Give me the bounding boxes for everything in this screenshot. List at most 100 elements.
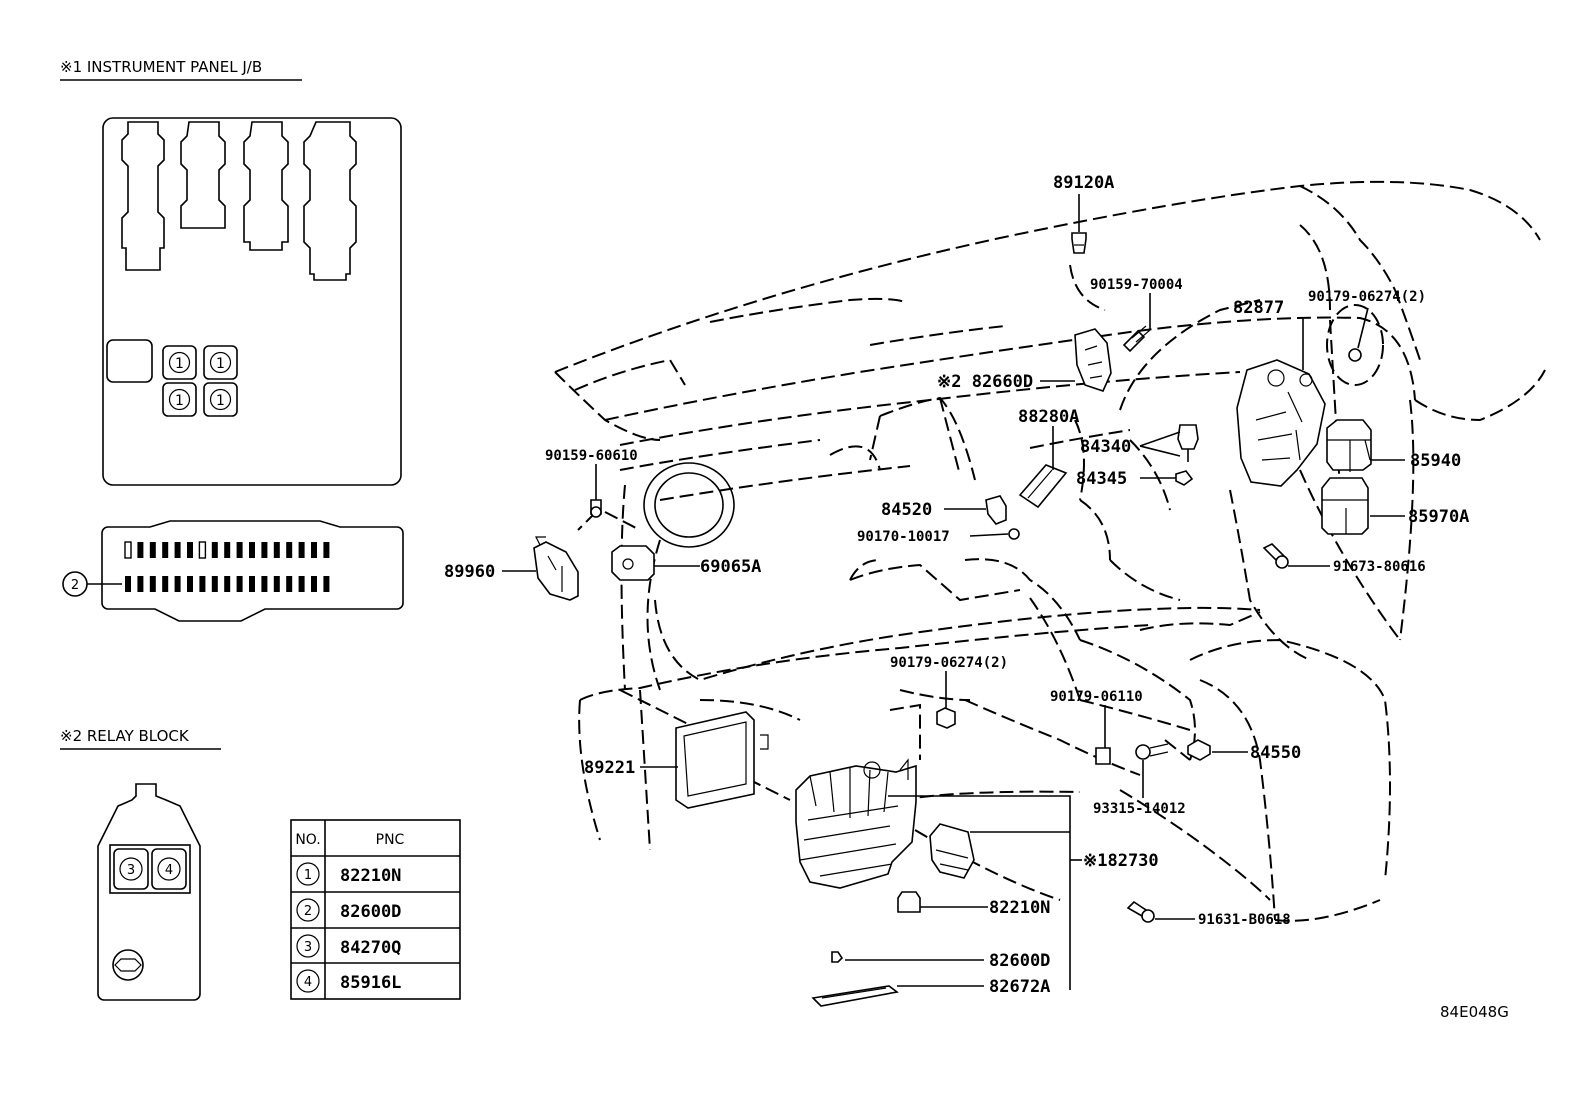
fuse-bar (199, 576, 206, 592)
connector-slot-4 (303, 121, 357, 281)
fuse-bar (273, 542, 280, 558)
relay-marker-4: 4 (165, 863, 173, 878)
part-84550-shape (1187, 739, 1211, 761)
table-row-pnc: 82210N (340, 866, 401, 886)
callout-82660D: ※2 82660D (937, 372, 1033, 392)
table-header-no: NO. (295, 832, 320, 848)
callout-89120A: 89120A (1053, 173, 1114, 193)
parts (533, 232, 1384, 1007)
fuse-bar (224, 576, 231, 592)
table-row: 2 82600D (296, 898, 401, 922)
callout-labels: 89120A 90159-70004 82877 90179-06274(2) … (444, 173, 1469, 997)
fuse-bar (162, 542, 169, 558)
callout-89221: 89221 (584, 758, 635, 778)
fuse-bar (261, 542, 268, 558)
callout-90179-06274-top: 90179-06274(2) (1308, 289, 1426, 305)
table-row-no: 4 (304, 975, 312, 990)
part-84345-shape (1175, 470, 1194, 486)
table-row: 3 84270Q (296, 934, 401, 958)
part-85970A-shape (1321, 477, 1369, 535)
callout-69065A: 69065A (700, 557, 761, 577)
part-85940-shape (1326, 419, 1372, 471)
fuse-bar (261, 576, 268, 592)
fuse-row-top (124, 541, 330, 559)
callout-82210N: 82210N (989, 898, 1050, 918)
panel-inset-title: ※1 INSTRUMENT PANEL J/B (60, 58, 262, 76)
steering-column-ring (643, 462, 735, 548)
socket-marker-1d: 1 (216, 393, 225, 409)
leader-lines (502, 194, 1405, 990)
fuse-bar (187, 542, 193, 558)
fuse-bar (323, 576, 330, 592)
callout-88280A: 88280A (1018, 407, 1079, 427)
table-row-pnc: 85916L (340, 973, 401, 993)
fuse-bar (124, 541, 132, 559)
callout-84345: 84345 (1076, 469, 1127, 489)
part-82672A-shape (811, 985, 899, 1007)
part-90179-06110-shape (1095, 747, 1111, 765)
relay-inset-title: ※2 RELAY BLOCK (60, 727, 190, 745)
relay-block-inset: ※2 RELAY BLOCK 3 4 (60, 727, 221, 1001)
callout-90179-06110: 90179-06110 (1050, 689, 1143, 705)
callout-91631-B0618: 91631-B0618 (1198, 912, 1291, 928)
fuse-bar (149, 542, 156, 558)
callout-82672A: 82672A (989, 977, 1050, 997)
callout-89960: 89960 (444, 562, 495, 582)
relay-block-body (97, 783, 201, 1001)
callout-90159-70004: 90159-70004 (1090, 277, 1183, 293)
part-84520-shape (985, 495, 1007, 525)
table-row-no: 2 (304, 904, 312, 919)
fuse-bar (211, 576, 218, 592)
part-90179-06274-nut (936, 707, 956, 729)
connector-slot-1 (121, 121, 165, 271)
table-row-pnc: 82600D (340, 902, 401, 922)
callout-82600D: 82600D (989, 951, 1050, 971)
part-82877-shape (1236, 359, 1326, 487)
part-82210N-shape (897, 891, 921, 913)
fuse-bar (273, 576, 280, 592)
fuse-bar (236, 542, 243, 558)
empty-socket (106, 339, 153, 383)
fuse-bar (174, 576, 181, 592)
callout-85940: 85940 (1410, 451, 1461, 471)
part-89221-shape (675, 711, 755, 809)
socket-marker-1a: 1 (175, 356, 184, 372)
fuse-bar (125, 576, 131, 592)
callout-182730: ※182730 (1083, 851, 1159, 871)
callout-90170-10017: 90170-10017 (857, 529, 950, 545)
part-89120A-shape (1071, 232, 1087, 254)
callout-84550: 84550 (1250, 743, 1301, 763)
part-84340-shape (1177, 424, 1199, 450)
fuse-bar (311, 542, 317, 558)
fuse-bar (137, 576, 144, 592)
table-row-no: 3 (304, 940, 312, 955)
table-row-pnc: 84270Q (340, 938, 401, 958)
fuse-bar (187, 576, 193, 592)
callout-91673-80616: 91673-80616 (1333, 559, 1426, 575)
figure-code: 84E048G (1440, 1003, 1509, 1021)
table-row: 1 82210N (296, 862, 401, 886)
relay-socket-group: 1 1 1 1 (162, 345, 238, 417)
connector-slot-3 (243, 121, 289, 251)
relay-marker-3: 3 (127, 863, 135, 878)
instrument-panel-jb-inset: ※1 INSTRUMENT PANEL J/B 1 1 1 1 (60, 58, 404, 622)
fuse-bar (311, 576, 317, 592)
fuse-marker-2: 2 (71, 578, 79, 593)
fuse-bar (298, 576, 305, 592)
callout-85970A: 85970A (1408, 507, 1469, 527)
part-82600D-shape (831, 951, 844, 963)
fuse-bar (236, 576, 243, 592)
fuse-bar (198, 541, 207, 559)
fuse-bar (174, 542, 181, 558)
callout-84520: 84520 (881, 500, 932, 520)
fuse-bar (211, 542, 218, 558)
table-row-no: 1 (304, 868, 312, 883)
connector-slot-2 (180, 121, 226, 229)
fuse-bar (286, 576, 293, 592)
fuse-bar (298, 542, 305, 558)
callout-90159-60610: 90159-60610 (545, 448, 638, 464)
fuse-bar (137, 542, 144, 558)
callout-82877: 82877 (1233, 298, 1284, 318)
socket-marker-1c: 1 (175, 393, 184, 409)
